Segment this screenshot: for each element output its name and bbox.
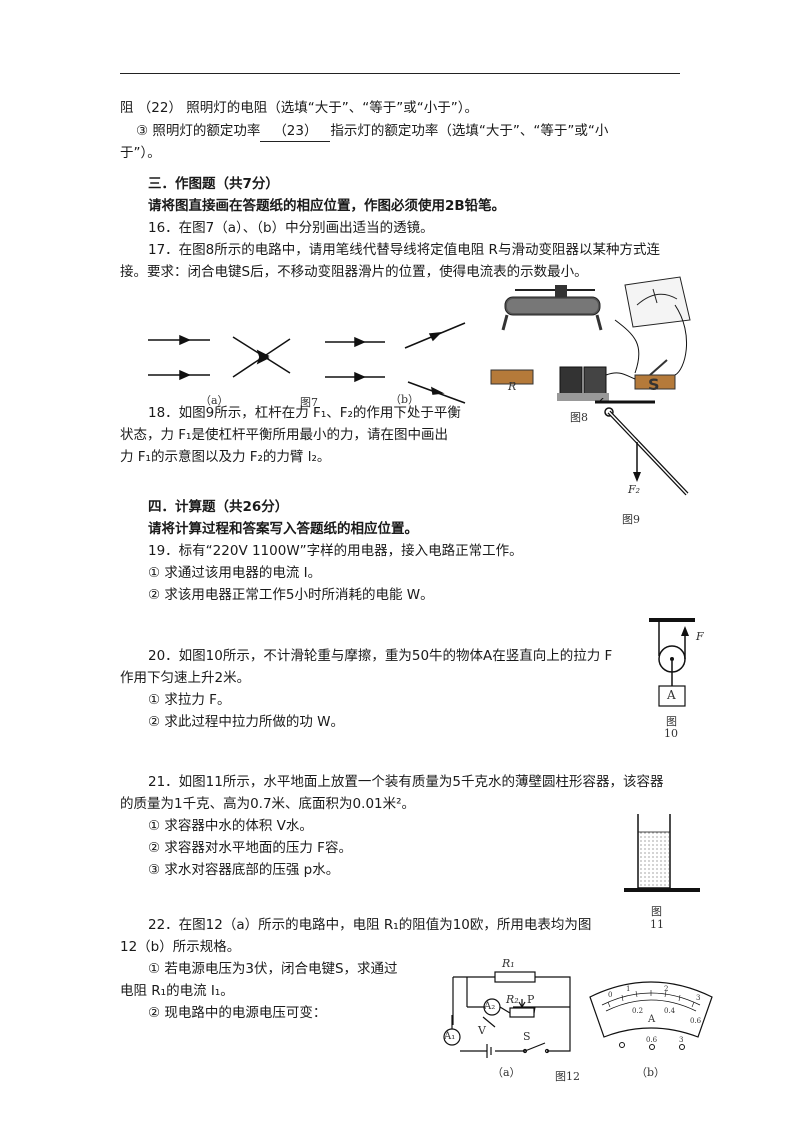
q20-part-2: ② 求此过程中拉力所做的功 W。	[148, 714, 345, 730]
q20-line-2: 作用下匀速上升2米。	[120, 670, 251, 686]
figure-12-label-a1: A₁	[444, 1031, 456, 1042]
rheostat-icon	[501, 285, 603, 331]
q16: 16．在图7（a）、（b）中分别画出适当的透镜。	[148, 220, 434, 236]
figure-8-caption: 图8	[570, 411, 588, 424]
meter-terminal-0-6: 0.6	[646, 1036, 658, 1044]
figure-7-light-rays	[148, 322, 466, 404]
intro-line-3: 于”）。	[120, 145, 161, 161]
figure-12-label-r1: R₁	[502, 957, 515, 970]
q21-part-1: ① 求容器中水的体积 V水。	[148, 818, 313, 834]
ammeter-icon	[624, 276, 691, 328]
meter-tick-1: 1	[626, 985, 631, 993]
q19: 19．标有“220V 1100W”字样的用电器，接入电路正常工作。	[148, 543, 523, 559]
battery-icon	[557, 366, 609, 401]
figure-8-label-s: S	[648, 375, 660, 394]
q17-line-2: 接。要求：闭合电键S后，不移动变阻器滑片的位置，使得电流表的示数最小。	[120, 264, 588, 280]
figure-11-container	[624, 814, 700, 892]
q21-line-2: 的质量为1千克、高为0.7米、底面积为0.01米²。	[120, 796, 416, 812]
figure-12b-meter	[589, 981, 713, 1050]
figure-10-pulley	[649, 618, 695, 707]
meter-tick-2: 2	[664, 985, 669, 993]
resistor-r1	[494, 971, 536, 983]
q18-line-2: 状态，力 F₁是使杠杆平衡所用最小的力，请在图中画出	[120, 427, 448, 443]
figure-10-caption-2: 10	[664, 727, 678, 740]
intro-line-1: 阻 （22） 照明灯的电阻（选填“大于”、“等于”或“小于”）。	[120, 100, 478, 116]
figure-10-label-f: F	[696, 630, 704, 643]
q19-part-1: ① 求通过该用电器的电流 I。	[148, 565, 322, 581]
meter-tick-3: 3	[696, 994, 701, 1002]
figure-12b-caption: （b）	[636, 1066, 666, 1079]
resistor-icon	[490, 369, 534, 385]
figure-12-label-r2: R₂	[506, 993, 519, 1006]
figure-9-label-f2: F₂	[628, 483, 641, 496]
q18-line-3: 力 F₁的示意图以及力 F₂的力臂 l₂。	[120, 449, 331, 465]
meter-tick-0-2: 0.2	[632, 1007, 644, 1015]
q21-line-1: 21．如图11所示，水平地面上放置一个装有质量为5千克水的薄壁圆柱形容器，该容器	[148, 774, 664, 790]
q19-part-2: ② 求该用电器正常工作5小时所消耗的电能 W。	[148, 587, 434, 603]
q22-part-2: ② 现电路中的电源电压可变：	[148, 1005, 327, 1021]
figure-11-caption-2: 11	[650, 918, 664, 931]
figure-10-label-a: A	[667, 688, 676, 702]
figure-11-caption-1: 图	[651, 905, 662, 918]
answer-blank-23[interactable]: （23）	[260, 121, 331, 142]
figure-12-label-v: V	[478, 1024, 486, 1037]
section4-title: 四．计算题（共26分）	[148, 499, 289, 515]
battery-cell	[486, 1044, 492, 1058]
intro-line-2: ③ 照明灯的额定功率（23）指示灯的额定功率（选填“大于”、“等于”或“小	[136, 121, 608, 142]
meter-tick-0-4: 0.4	[664, 1007, 676, 1015]
switch-s	[524, 1042, 546, 1052]
q20-part-1: ① 求拉力 F。	[148, 692, 231, 708]
section4-note: 请将计算过程和答案写入答题纸的相应位置。	[148, 521, 418, 537]
q22-line-2: 12（b）所示规格。	[120, 939, 241, 955]
figure-12-label-p: P	[527, 993, 535, 1006]
meter-terminal-3: 3	[679, 1036, 684, 1044]
figure-9-caption: 图9	[622, 513, 640, 526]
figure-12-caption: 图12	[555, 1070, 580, 1083]
q22-part-1a: ① 若电源电压为3伏，闭合电键S，求通过	[148, 961, 398, 977]
figure-12-label-a2: A₂	[484, 1001, 496, 1012]
water-fill	[639, 832, 669, 888]
figure-10-caption-1: 图	[666, 715, 677, 728]
header-rule	[120, 73, 680, 74]
section3-title: 三．作图题（共7分）	[148, 176, 279, 192]
figure-12-label-s: S	[523, 1030, 531, 1043]
figure-12a-caption: （a）	[492, 1066, 521, 1079]
switch-icon	[634, 374, 676, 390]
intro-line-2-post: 指示灯的额定功率（选填“大于”、“等于”或“小	[330, 123, 609, 139]
section3-note: 请将图直接画在答题纸的相应位置，作图必须使用2B铅笔。	[148, 198, 506, 214]
figure-7b-caption: （b）	[390, 393, 420, 406]
q22-part-1b: 电阻 R₁的电流 I₁。	[120, 983, 234, 999]
figure-8-label-r: R	[508, 380, 517, 393]
q21-part-3: ③ 求水对容器底部的压强 p水。	[148, 862, 340, 878]
meter-tick-0-6: 0.6	[690, 1017, 702, 1025]
figure-8-circuit	[490, 276, 691, 401]
meter-tick-0: 0	[608, 991, 613, 999]
figure-12a-circuit	[443, 971, 571, 1058]
figure-9-lever	[595, 398, 689, 496]
figure-7a-caption: （a）	[200, 394, 229, 407]
meter-unit-a: A	[648, 1014, 656, 1025]
q17-line-1: 17．在图8所示的电路中，请用笔线代替导线将定值电阻 R与滑动变阻器以某种方式连	[148, 242, 660, 258]
intro-line-2-pre: ③ 照明灯的额定功率	[136, 123, 261, 139]
q18-line-1: 18．如图9所示，杠杆在力 F₁、F₂的作用下处于平衡	[148, 405, 461, 421]
block-a	[658, 685, 686, 707]
q20-line-1: 20．如图10所示，不计滑轮重与摩擦，重为50牛的物体A在竖直向上的拉力 F	[148, 648, 613, 664]
q21-part-2: ② 求容器对水平地面的压力 F容。	[148, 840, 352, 856]
q22-line-1: 22．在图12（a）所示的电路中，电阻 R₁的阻值为10欧，所用电表均为图	[148, 917, 592, 933]
figure-7-caption: 图7	[300, 396, 318, 409]
resistor-r2	[509, 1007, 535, 1018]
